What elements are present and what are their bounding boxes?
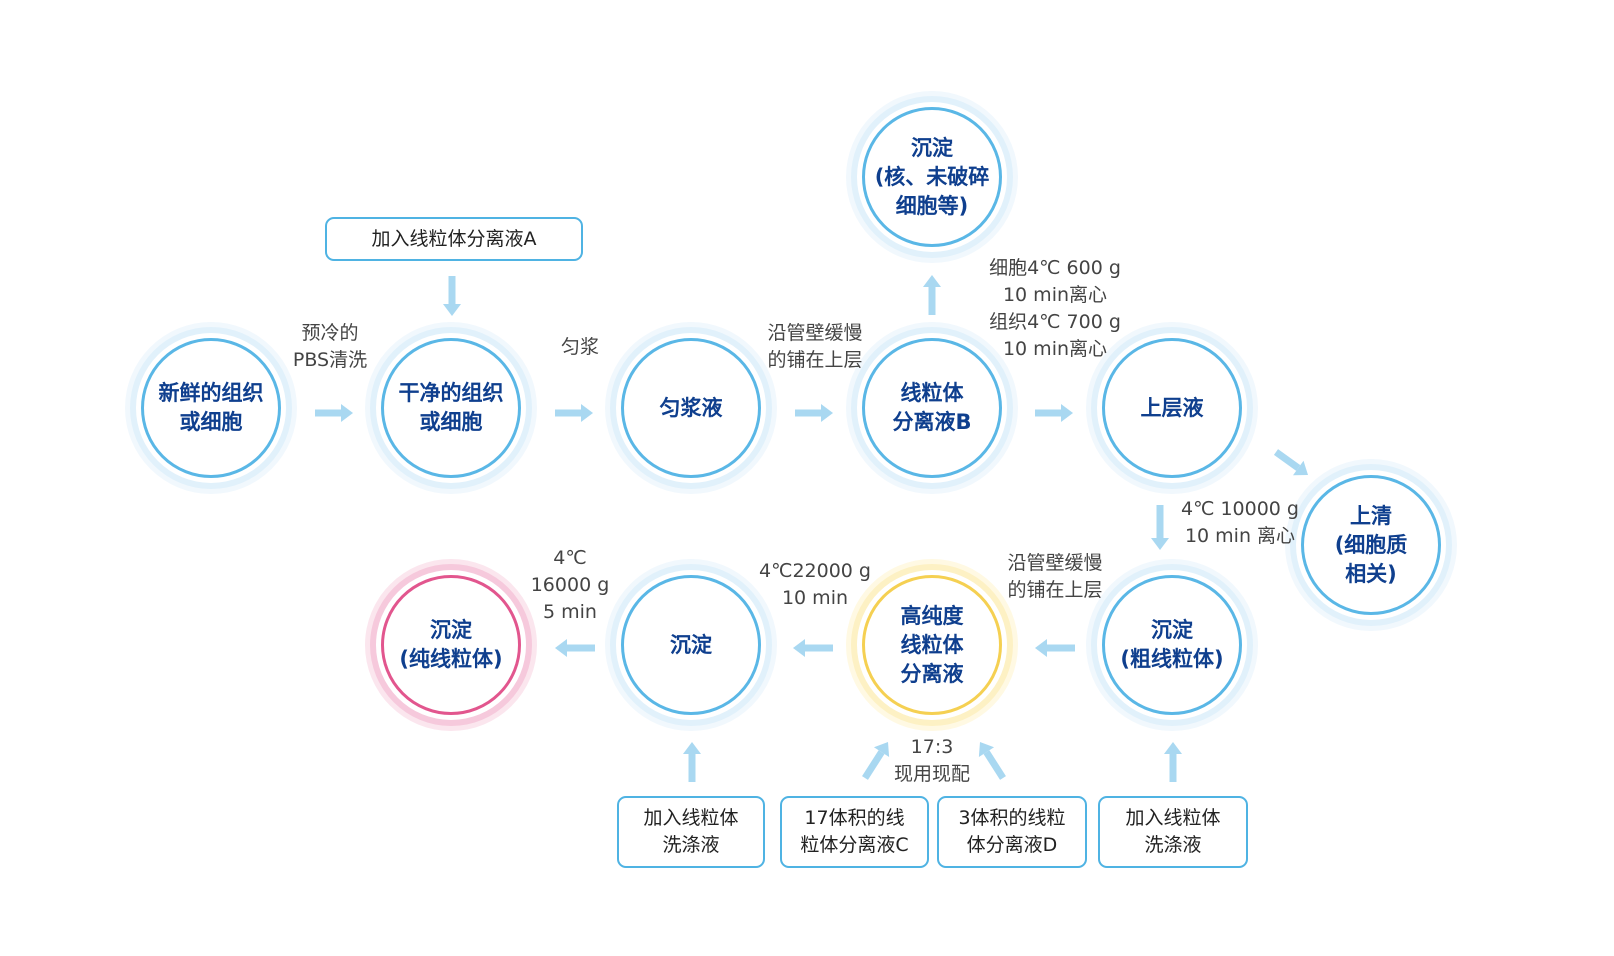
arrow-head: [1151, 538, 1169, 550]
note-centrifuge-600: 细胞4℃ 600 g 10 min离心 组织4℃ 700 g 10 min离心: [989, 257, 1121, 360]
arrow-head: [1293, 460, 1308, 476]
box-label: 加入线粒体 洗涤液: [643, 807, 739, 856]
arrow-head: [923, 275, 941, 287]
node-pellet-pure: 沉淀 (纯线粒体): [381, 575, 521, 715]
arrow-clean-to-homogenate: [555, 404, 593, 422]
note-centrifuge-16000: 4℃ 16000 g 5 min: [530, 547, 610, 623]
node-label: 匀浆液: [659, 395, 723, 420]
arrow-shaft: [1156, 505, 1164, 538]
box-label: 17体积的线 粒体分离液C: [800, 807, 909, 856]
node-homogenate: 匀浆液: [621, 338, 761, 478]
arrow-shaft: [805, 644, 833, 652]
node-pellet-nuclei: 沉淀 (核、未破碎 细胞等): [862, 107, 1002, 247]
arrow-shaft: [1273, 449, 1301, 471]
box-label: 3体积的线粒 体分离液D: [958, 807, 1066, 856]
node-pellet: 沉淀: [621, 575, 761, 715]
arrow-b-to-upper: [1035, 404, 1073, 422]
arrow-head: [1164, 742, 1182, 754]
arrow-shaft: [983, 750, 1006, 780]
node-label: 干净的组织 或细胞: [398, 381, 504, 434]
node-label: 沉淀 (粗线粒体): [1120, 618, 1224, 671]
arrow-b-up-to-pellet: [923, 275, 941, 315]
box-wash-2: 加入线粒体 洗涤液: [1098, 796, 1248, 868]
note-centrifuge-22000: 4℃22000 g 10 min: [759, 560, 871, 609]
note-homogenize: 匀浆: [560, 336, 599, 358]
arrow-purity-to-pellet: [793, 639, 833, 657]
arrow-shaft: [862, 750, 885, 780]
arrow-solution-c-up: [862, 742, 890, 780]
arrow-head: [555, 639, 567, 657]
node-clean-tissue: 干净的组织 或细胞: [381, 338, 521, 478]
box-solution-c: 17体积的线 粒体分离液C: [780, 796, 929, 868]
box-label: 加入线粒体 洗涤液: [1125, 807, 1221, 856]
arrow-head: [443, 304, 461, 316]
note-centrifuge-10000: 4℃ 10000 g 10 min 离心: [1180, 498, 1299, 547]
node-label: 沉淀: [670, 632, 712, 657]
node-fresh-tissue: 新鲜的组织 或细胞: [141, 338, 281, 478]
arrow-head: [873, 742, 890, 757]
node-supernatant-cytoplasm: 上清 (细胞质 相关): [1301, 475, 1441, 615]
arrow-shaft: [567, 644, 595, 652]
arrow-head: [683, 742, 701, 754]
arrow-head: [793, 639, 805, 657]
note-ratio: 17:3 现用现配: [893, 736, 970, 785]
arrow-head: [581, 404, 593, 422]
arrow-wash2-up: [1164, 742, 1182, 782]
arrow-shaft: [795, 409, 821, 417]
arrow-fresh-to-clean: [315, 404, 353, 422]
arrow-head: [821, 404, 833, 422]
arrow-shaft: [448, 276, 456, 304]
arrow-upper-down-to-crude: [1151, 505, 1169, 550]
arrow-head: [341, 404, 353, 422]
box-label: 加入线粒体分离液A: [371, 227, 537, 250]
note-layer-on-top-1: 沿管壁缓慢 的铺在上层: [767, 322, 863, 371]
box-solution-d: 3体积的线粒 体分离液D: [937, 796, 1087, 868]
arrow-shaft: [315, 409, 341, 417]
node-label: 上清 (细胞质 相关): [1334, 503, 1408, 586]
node-label: 沉淀 (纯线粒体): [399, 618, 503, 671]
node-supernatant-upper: 上层液: [1102, 338, 1242, 478]
arrow-shaft: [555, 409, 581, 417]
node-label: 线粒体 分离液B: [892, 381, 972, 434]
arrow-shaft: [1047, 644, 1075, 652]
node-high-purity: 高纯度 线粒体 分离液: [862, 575, 1002, 715]
arrow-head: [978, 742, 995, 757]
node-label: 上层液: [1140, 395, 1204, 420]
arrow-wash1-up: [683, 742, 701, 782]
arrow-upper-to-cytoplasm: [1273, 449, 1308, 476]
note-layer-on-top-2: 沿管壁缓慢 的铺在上层: [1007, 552, 1103, 601]
arrow-head: [1035, 639, 1047, 657]
arrow-shaft: [1169, 754, 1177, 782]
arrow-homogenate-to-b: [795, 404, 833, 422]
arrow-crude-to-purity: [1035, 639, 1075, 657]
box-wash-1: 加入线粒体 洗涤液: [617, 796, 765, 868]
arrow-shaft: [1035, 409, 1061, 417]
node-pellet-crude: 沉淀 (粗线粒体): [1102, 575, 1242, 715]
arrow-shaft: [688, 754, 696, 782]
node-label: 沉淀 (核、未破碎 细胞等): [874, 135, 990, 218]
arrow-solution-d-up: [978, 742, 1006, 780]
arrow-head: [1061, 404, 1073, 422]
arrow-solution-a-down: [443, 276, 461, 316]
node-separation-b: 线粒体 分离液B: [862, 338, 1002, 478]
node-label: 高纯度 线粒体 分离液: [900, 603, 964, 686]
box-add-solution-a: 加入线粒体分离液A: [325, 217, 583, 261]
arrow-pellet-to-pure: [555, 639, 595, 657]
arrow-shaft: [928, 287, 936, 315]
node-label: 新鲜的组织 或细胞: [158, 381, 264, 434]
note-prechilled-pbs: 预冷的 PBS清洗: [292, 322, 368, 371]
